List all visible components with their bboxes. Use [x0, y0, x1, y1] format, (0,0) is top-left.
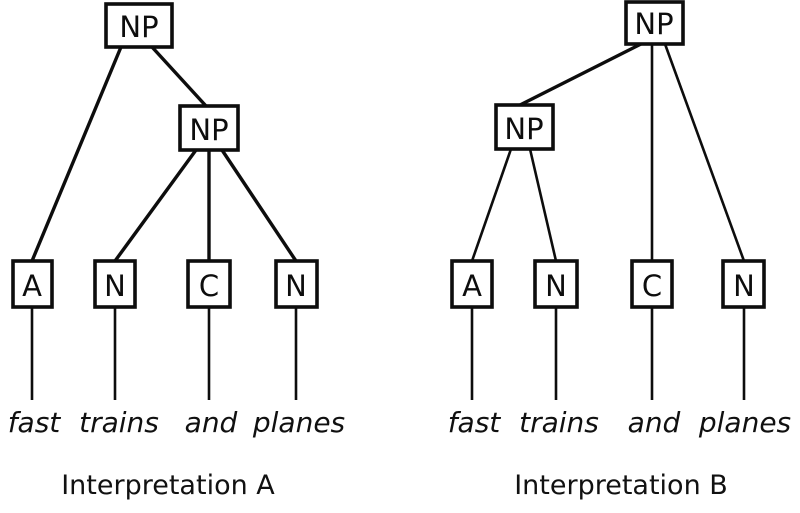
- tree-edge-a-np-inner-to-a-pos-n2: [220, 149, 298, 262]
- leaf-word-interpretation-a-0: fast: [8, 406, 62, 439]
- node-box-a-pos-c: [186, 259, 232, 309]
- tree-edge-b-np-inner-to-b-pos-n1: [528, 148, 558, 262]
- tree-edge-b-np-root-to-b-pos-n2: [663, 43, 746, 262]
- leaf-word-interpretation-b-0: fast: [448, 406, 502, 439]
- leaf-word-interpretation-b-3: planes: [698, 406, 791, 439]
- caption-interpretation-b: Interpretation B: [514, 470, 728, 501]
- tree-edge-b-np-inner-to-b-pos-a: [470, 148, 513, 262]
- node-box-b-pos-n2: [721, 259, 766, 309]
- node-box-a-np-inner: [178, 104, 240, 152]
- node-box-b-np-inner: [494, 103, 555, 151]
- node-box-b-pos-a: [450, 259, 494, 309]
- tree-edge-a-np-root-to-a-pos-a: [30, 46, 123, 262]
- node-label-a-pos-n2: N: [285, 269, 307, 303]
- node-label-b-pos-c: C: [642, 269, 662, 303]
- node-box-b-np-root: [624, 0, 685, 46]
- node-box-a-np-root: [104, 2, 174, 49]
- node-label-a-np-root: NP: [119, 10, 158, 44]
- caption-interpretation-a: Interpretation A: [61, 470, 275, 501]
- node-label-b-pos-n1: N: [545, 269, 567, 303]
- leaf-word-interpretation-a-1: trains: [79, 406, 159, 439]
- leaf-stems-group: [30, 307, 746, 400]
- node-label-a-np-inner: NP: [189, 113, 228, 147]
- node-label-a-pos-a: A: [22, 269, 42, 303]
- node-box-a-pos-a: [11, 259, 54, 309]
- edges-group: [30, 42, 746, 263]
- node-label-a-pos-c: C: [199, 269, 219, 303]
- leaf-word-interpretation-a-3: planes: [252, 406, 345, 439]
- tree-edge-a-np-root-to-a-np-inner: [150, 45, 208, 108]
- node-label-a-pos-n1: N: [104, 269, 126, 303]
- leaf-word-interpretation-b-1: trains: [519, 406, 599, 439]
- leaf-word-interpretation-a-2: and: [185, 406, 238, 439]
- node-box-a-pos-n2: [274, 259, 319, 309]
- node-boxes-group: NP NP A N C N NP NP A N C N: [11, 0, 766, 309]
- leaf-word-interpretation-b-2: and: [628, 406, 681, 439]
- node-label-b-np-inner: NP: [504, 112, 543, 146]
- leaf-words-group: fast trains and planes fast trains and planes: [8, 406, 791, 439]
- tree-edge-b-np-root-to-b-np-inner: [519, 42, 642, 107]
- node-box-a-pos-n1: [93, 259, 137, 309]
- node-label-b-pos-n2: N: [733, 269, 755, 303]
- node-label-b-pos-a: A: [462, 269, 482, 303]
- node-box-b-pos-c: [630, 259, 674, 309]
- node-box-b-pos-n1: [533, 259, 579, 309]
- tree-edge-a-np-inner-to-a-pos-n1: [113, 148, 198, 263]
- node-label-b-np-root: NP: [634, 7, 673, 41]
- captions-group: Interpretation A Interpretation B: [61, 470, 728, 501]
